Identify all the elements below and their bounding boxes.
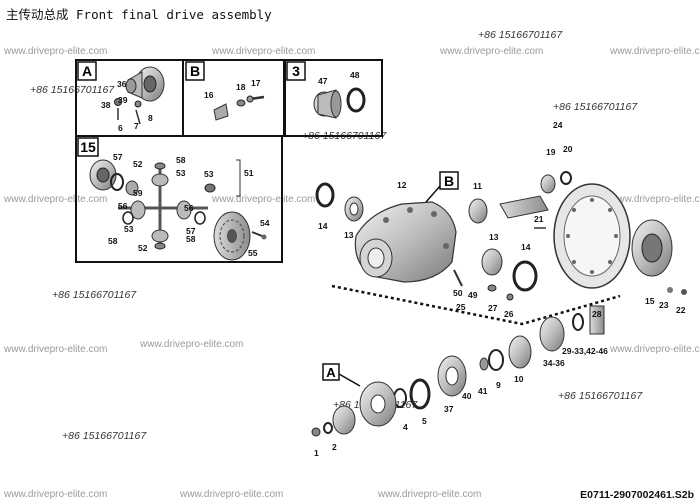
part-label: 56 [118,201,128,211]
part-label: 48 [350,70,360,80]
phone-number: +86 15166701167 [62,430,147,442]
part-label: 34-36 [543,358,565,368]
watermark: www.drivepro-elite.com [212,46,316,57]
phone-number: +86 15166701167 [558,390,643,402]
part-label: 40 [462,391,472,401]
callout-label-a: A [326,365,336,380]
part-label: 59 [133,188,143,198]
part-label: 49 [468,290,478,300]
watermark: www.drivepro-elite.com [4,344,108,355]
part-label: 50 [453,288,463,298]
box-label-b: B [190,63,200,79]
part-label: 2 [332,442,337,452]
part-label: 14 [521,242,531,252]
part-label: 37 [444,404,454,414]
inset-box-b: B [182,59,285,137]
part-label: 9 [496,380,501,390]
watermark: www.drivepro-elite.com [180,489,284,500]
watermark: www.drivepro-elite.com [4,489,108,500]
callout-b: B [425,171,459,203]
phone-number: +86 15166701167 [52,289,137,301]
watermark: www.drivepro-elite.com [378,489,482,500]
part-label: 29-33,42-46 [562,346,608,356]
part-label: 12 [397,180,407,190]
part-label: 53 [176,168,186,178]
part-label: 7 [134,121,139,131]
box-label-a: A [82,63,92,79]
part-label: 25 [456,302,466,312]
page-title: 主传动总成 Front final drive assembly [6,7,272,22]
part-label: 15 [645,296,655,306]
phone-number: +86 15166701167 [478,29,563,41]
part-label: 47 [318,76,328,86]
watermark: www.drivepro-elite.com [4,46,108,57]
part-label: 51 [244,168,254,178]
part-label: 36 [117,79,127,89]
part-label: 55 [248,248,258,258]
part-label: 27 [488,303,498,313]
watermark: www.drivepro-elite.com [4,194,108,205]
part-label: 16 [204,90,214,100]
part-label: 38 [101,100,111,110]
part-label: 5 [422,416,427,426]
part-label: 21 [534,214,544,224]
part-label: 28 [592,309,602,319]
part-label: 53 [124,224,134,234]
part-label: 57 [186,226,196,236]
part-label: 58 [108,236,118,246]
part-label: 52 [138,243,148,253]
watermark: www.drivepro-elite.com [140,339,244,350]
inset-box-15: 15 [75,135,283,263]
part-label: 1 [314,448,319,458]
watermark: www.drivepro-elite.com [610,46,700,57]
part-label: 58 [186,234,196,244]
part-label: 56 [184,203,194,213]
inset-box-3: 3 [284,59,383,137]
drawing-code: E0711-2907002461.S2b [580,489,694,501]
part-label: 8 [148,113,153,123]
part-label: 41 [478,386,488,396]
phone-number: +86 15166701167 [30,84,115,96]
part-label: 57 [113,152,123,162]
part-label: 18 [236,82,246,92]
part-label: 24 [553,120,563,130]
inset-box-a: A [75,59,184,137]
part-label: 6 [118,123,123,133]
phone-number: +86 15166701167 [553,101,638,113]
part-label: 22 [676,305,686,315]
part-label: 20 [563,144,573,154]
part-label: 52 [133,159,143,169]
box-label-3: 3 [292,63,300,79]
part-label: 4 [403,422,408,432]
watermark: www.drivepro-elite.com [610,344,700,355]
callout-a: A [322,363,361,387]
watermark: www.drivepro-elite.com [610,194,700,205]
part-label: 53 [204,169,214,179]
part-label: 58 [176,155,186,165]
part-label: 13 [489,232,499,242]
part-label: 19 [546,147,556,157]
part-label: 11 [473,181,482,191]
part-label: 10 [514,374,524,384]
watermark: www.drivepro-elite.com [440,46,544,57]
part-label: 39 [118,95,128,105]
part-label: 54 [260,218,270,228]
watermark: www.drivepro-elite.com [212,194,316,205]
part-label: 14 [318,221,328,231]
part-label: 23 [659,300,669,310]
callout-label-b: B [444,173,454,189]
part-label: 13 [344,230,354,240]
part-label: 26 [504,309,514,319]
box-label-15: 15 [80,139,96,155]
part-label: 17 [251,78,261,88]
main-assembly [311,171,687,437]
